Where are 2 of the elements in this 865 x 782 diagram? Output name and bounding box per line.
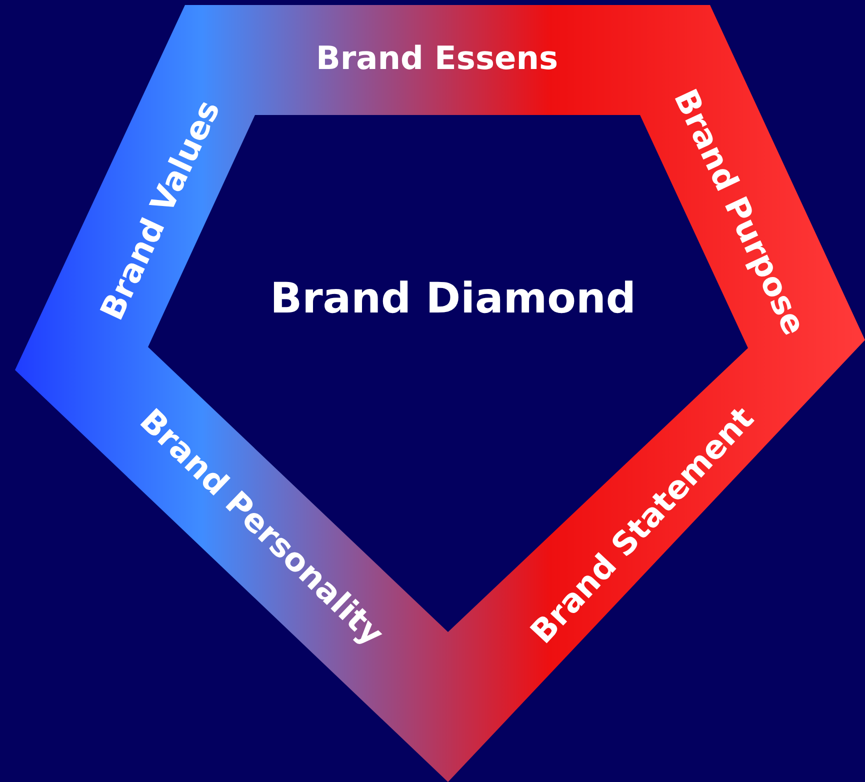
segment-label: Brand Essens	[316, 39, 558, 77]
diagram-title: Brand Diamond	[270, 274, 636, 322]
